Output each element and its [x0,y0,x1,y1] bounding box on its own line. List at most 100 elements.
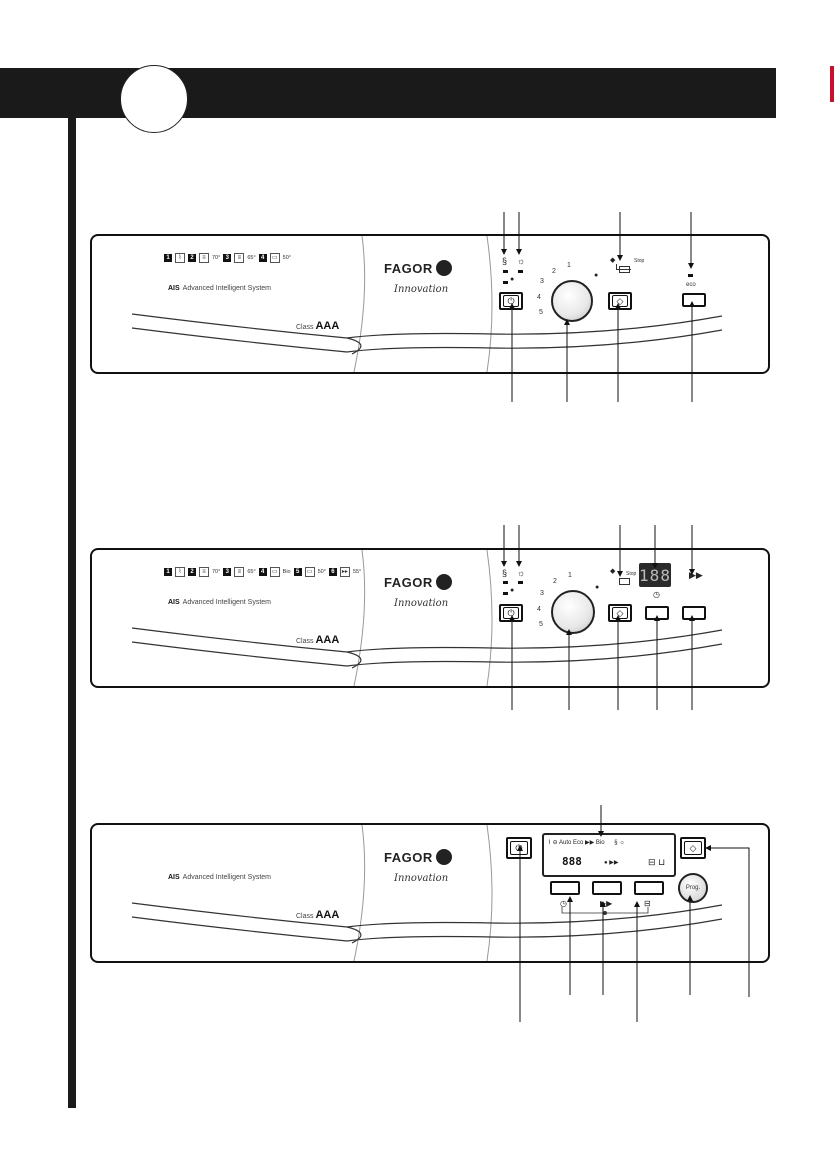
brand-logo: FAGOR [384,260,452,276]
fast-forward-icon: ▶▶ [609,860,619,866]
program-list: 1 ⌇ 2 ≡ 70° 3 ≡ 65° 4 ▭ Bio 5 ▭ 50° 6 ▸▸… [164,567,361,577]
salt-icon: § [614,840,618,846]
program-number: 3 [223,254,232,262]
program-temp: 55° [352,569,362,575]
lcd-basket-row: ⊟ ⊔ [648,857,665,868]
lcd-display: ⌇ ⊖ Auto Eco ▶▶ Bio § ☼ 888 ● ▶▶ ⊟ ⊔ [542,833,676,877]
program-number: 2 [188,568,196,576]
power-button[interactable]: ⏻ [499,604,523,622]
dial-label: 2 [553,578,557,585]
lcd-digits: 888 [562,855,582,868]
program-list: 1 ⌇ 2 ≡ 70° 3 ≡ 65° 4 ▭ 50° [164,253,291,263]
brand-tagline: Innovation [394,598,449,609]
half-load-icon: ● [604,860,608,866]
normal-icon: ≡ [234,253,245,263]
prog-label: Prog. [685,885,701,891]
fast-forward-icon: ▶▶ [600,899,613,908]
program-number: 4 [258,254,267,262]
half-load-icon: ● [510,587,515,594]
half-load-button[interactable] [634,881,664,895]
start-button[interactable]: ◇ [608,604,632,622]
start-icon: ◇ [612,607,628,619]
header-bar [0,68,776,118]
control-panel-2: 1 ⌇ 2 ≡ 70° 3 ≡ 65° 4 ▭ Bio 5 ▭ 50° 6 ▸▸… [90,548,770,688]
brand-tagline: Innovation [394,873,449,884]
section-number-circle [120,65,188,133]
program-number: 5 [293,568,302,576]
dial-label: 2 [552,268,556,275]
program-temp: 70° [212,255,221,261]
program-temp: 50° [282,255,291,261]
lower-basket-icon: ⊔ [658,857,666,867]
pot-icon: ⊖ [552,840,558,846]
quick-icon: ▭ [304,567,315,577]
energy-class-label: Class AAA [296,634,340,646]
rinse-aid-icon: ☼ [517,256,526,266]
power-button[interactable]: ⏻ [499,292,523,310]
delay-start-button[interactable] [550,881,580,895]
program-number: 6 [328,568,337,576]
eco-led [688,274,693,277]
pre-wash-icon: ⌇ [175,567,185,577]
fast-button[interactable] [682,606,706,620]
program-number: 2 [188,254,196,262]
delay-start-button[interactable] [645,606,669,620]
fast-button[interactable] [592,881,622,895]
stop-led [619,266,630,273]
stop-led [619,578,630,585]
salt-icon: § [502,568,508,578]
program-temp: Bio [282,569,291,575]
brand-logo: FAGOR [384,849,452,865]
program-dial[interactable] [551,280,593,322]
stop-label: Stop [626,571,637,577]
program-dial[interactable] [551,590,595,634]
button-group-bracket [561,907,649,915]
normal-icon: ≡ [234,567,245,577]
eco-button[interactable] [682,293,706,307]
program-number: 3 [223,568,232,576]
pre-wash-icon: ⌇ [548,840,551,846]
half-load-icon: ● [510,276,515,283]
brand-tagline: Innovation [394,284,449,295]
eco-label: eco [686,282,696,288]
half-load-led [503,281,508,284]
pre-wash-icon: ⌇ [175,253,185,263]
energy-class-label: Class AAA [296,909,340,921]
left-margin-bar [68,118,76,1108]
dial-label: 1 [568,572,572,579]
start-button[interactable]: ◇ [608,292,632,310]
program-selector-button[interactable]: Prog. [678,873,708,903]
half-load-icon: ● [595,584,600,591]
program-temp: 50° [317,569,326,575]
clock-icon: ◷ [560,899,567,908]
basket-icon: ⊟ [644,899,651,908]
panel-contour-lines [131,236,723,372]
rinse-aid-led [518,581,523,584]
lcd-status-row: ● ▶▶ [604,859,619,866]
half-load-icon: ● [594,272,599,279]
panel-contour-lines [131,550,723,686]
intensive-icon: ≡ [199,253,209,263]
fast-icon: ▸▸ [339,567,350,577]
program-number: 1 [164,254,172,262]
brand-logo: FAGOR [384,574,452,590]
lcd-symbol-row: ⌇ ⊖ Auto Eco ▶▶ Bio § ☼ [548,839,625,846]
lcd-auto-label: Auto [558,840,572,846]
rinse-aid-icon: ☼ [517,568,526,578]
dial-label: 1 [567,262,571,269]
rinse-aid-led [518,270,523,273]
dial-label: 3 [540,590,544,597]
dial-label: 4 [537,294,541,301]
lcd-eco-label: Eco [573,840,584,846]
dial-label: 5 [539,309,543,316]
time-display: 188 [639,563,671,587]
dial-label: 5 [539,621,543,628]
fast-forward-icon: ▶▶ [585,840,595,846]
energy-class-label: Class AAA [296,320,340,332]
stop-label: Stop [634,258,645,264]
